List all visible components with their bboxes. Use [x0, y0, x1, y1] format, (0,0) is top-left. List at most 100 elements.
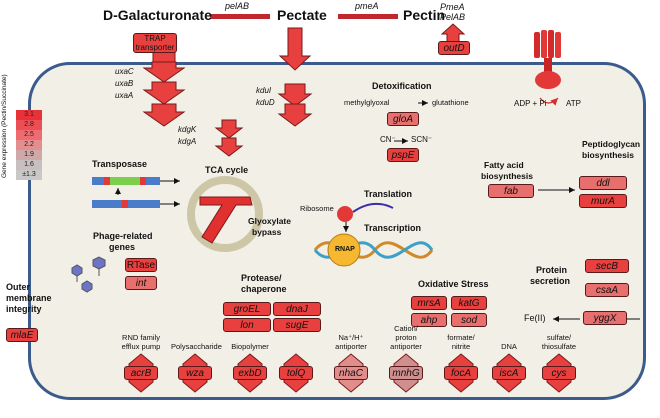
- outd-gene: outD: [438, 41, 470, 55]
- peptidoglycan-title-1: Peptidoglycan: [582, 139, 641, 149]
- bottom-transporter-arrows: [128, 353, 572, 393]
- outer-title-3: integrity: [6, 304, 42, 314]
- bottom-label: efflux pump: [121, 342, 161, 351]
- csaa-gene: csaA: [585, 283, 629, 297]
- pmea-protein-label: PmeA: [440, 2, 465, 12]
- translation-label: Translation: [364, 189, 413, 199]
- mlae-gene: mlaE: [6, 328, 38, 342]
- legend-cell: 1.6: [16, 160, 42, 170]
- atp-synthase-icon: [534, 30, 561, 106]
- tca-cycle-icon: [187, 176, 263, 252]
- cell-membrane: [28, 62, 646, 400]
- pspe-gene: pspE: [387, 148, 419, 162]
- pelab-bar: [210, 14, 270, 19]
- phage-title-1: Phage-related: [93, 231, 153, 241]
- pmea-label: pmeA: [355, 1, 379, 11]
- rnap-label: RNAP: [335, 246, 355, 253]
- secretion-title-2: secretion: [530, 276, 571, 286]
- cn-label: CN⁻: [380, 135, 396, 144]
- mrsa-gene: mrsA: [411, 296, 447, 310]
- legend-cell: 1.9: [16, 150, 42, 160]
- tca-title: TCA cycle: [205, 165, 249, 175]
- legend-title: Gene expression (Pectin/Succinate): [1, 74, 8, 178]
- groel-gene: groEL: [223, 302, 271, 316]
- bottom-gene: exbD: [233, 366, 267, 380]
- phage-title-2: genes: [109, 242, 136, 252]
- bottom-gene: cys: [542, 366, 576, 380]
- bottom-label: Biopolymer: [231, 342, 269, 351]
- uxaa-label: uxaA: [115, 91, 134, 100]
- bottom-gene: iscA: [492, 366, 526, 380]
- glyoxylate-label-1: Glyoxylate: [248, 216, 291, 226]
- legend-cell: 2.2: [16, 140, 42, 150]
- transposase-label: Transposase: [92, 159, 148, 169]
- d-galacturonate-label: D-Galacturonate: [103, 7, 212, 23]
- atp-label: ATP: [566, 99, 581, 108]
- bottom-gene: focA: [444, 366, 478, 380]
- pmea-bar: [338, 14, 398, 19]
- outer-title-2: membrane: [6, 293, 52, 303]
- fatty-title-1: Fatty acid: [484, 160, 524, 170]
- bottom-gene: acrB: [124, 366, 158, 380]
- peptidoglycan-title-2: biosynthesis: [582, 150, 634, 160]
- kdui-label: kduI: [256, 86, 272, 95]
- legend-cell: ±1.3: [16, 170, 42, 180]
- fab-gene: fab: [488, 184, 534, 198]
- pectate-label: Pectate: [277, 7, 327, 23]
- legend-cell: 2.8: [16, 120, 42, 130]
- oxidative-title: Oxidative Stress: [418, 279, 489, 289]
- bottom-label: DNA: [501, 342, 517, 351]
- kdg-pathway-arrow: [214, 119, 244, 157]
- bottom-label: Polysaccharide: [171, 342, 222, 351]
- bottom-label: thiosulfate: [541, 342, 577, 351]
- bottom-label: Na⁺/H⁺: [338, 333, 364, 342]
- ribosome-label: Ribosome: [300, 204, 334, 213]
- pelab-protein-label: PelAB: [440, 12, 466, 22]
- secretion-title-1: Protein: [536, 265, 568, 275]
- ddl-gene: ddl: [579, 176, 627, 190]
- legend-cell: 3.1: [16, 110, 42, 120]
- bottom-label: formate/: [447, 333, 475, 342]
- pelab-label: pelAB: [225, 1, 250, 11]
- lon-gene: lon: [223, 318, 271, 332]
- fatty-title-2: biosynthesis: [481, 171, 533, 181]
- bottom-gene: mnhG: [389, 366, 423, 380]
- kdgk-label: kdgK: [178, 125, 197, 134]
- bottom-gene: nhaC: [334, 366, 368, 380]
- glyoxylate-label-2: bypass: [252, 227, 282, 237]
- bottom-gene: wza: [178, 366, 212, 380]
- bottom-label: sulfate/: [546, 333, 572, 342]
- int-gene: int: [125, 276, 157, 290]
- glutathione-label: glutathione: [432, 98, 469, 107]
- sod-gene: sod: [451, 313, 487, 327]
- protease-title-2: chaperone: [241, 284, 287, 294]
- bottom-gene: tolQ: [279, 366, 313, 380]
- protease-title-1: Protease/: [241, 273, 282, 283]
- mura-gene: murA: [579, 194, 627, 208]
- uxa-pathway-arrow: [142, 51, 186, 127]
- uxab-label: uxaB: [115, 79, 134, 88]
- secb-gene: secB: [585, 259, 629, 273]
- scn-label: SCN⁻: [411, 135, 433, 144]
- ribosome-rnap-icon: [313, 202, 434, 267]
- katg-gene: katG: [451, 296, 487, 310]
- yggx-gene: yggX: [583, 311, 627, 325]
- transcription-label: Transcription: [364, 223, 422, 233]
- phage-icon: [71, 256, 106, 293]
- suge-gene: sugE: [273, 318, 321, 332]
- bottom-label: RND family: [122, 333, 160, 342]
- kdud-label: kduD: [256, 98, 275, 107]
- kdu-pathway-arrow: [277, 27, 313, 127]
- adp-label: ADP + Pi: [514, 99, 547, 108]
- kdga-label: kdgA: [178, 137, 197, 146]
- ahp-gene: ahp: [411, 313, 447, 327]
- transposon-icon: [92, 177, 180, 208]
- legend-cell: 2.5: [16, 130, 42, 140]
- detox-title: Detoxification: [372, 81, 432, 91]
- bottom-label: Cation/: [394, 324, 418, 333]
- bottom-label: antiporter: [335, 342, 367, 351]
- gloa-gene: gloA: [387, 112, 419, 126]
- pectin-label: Pectin: [403, 7, 446, 23]
